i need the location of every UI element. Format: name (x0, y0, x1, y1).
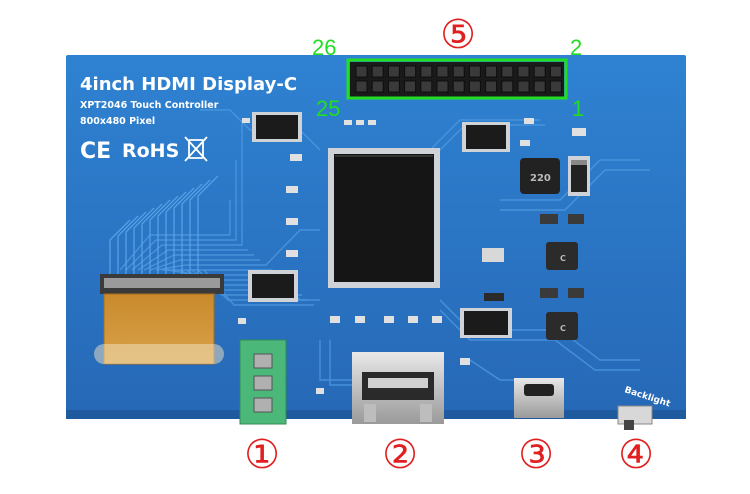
gpio-pin (452, 65, 465, 78)
gpio-pin (533, 65, 546, 78)
gpio-pin (371, 80, 384, 93)
gpio-header (346, 58, 568, 100)
gpio-pin (485, 65, 498, 78)
gpio-pin (533, 80, 546, 93)
inductor-mark: 220 (530, 173, 551, 184)
callout-4: ④ (618, 432, 654, 478)
callout-3: ③ (518, 432, 554, 478)
gpio-pin (371, 65, 384, 78)
touch-terminal-block (239, 339, 287, 425)
gpio-pin (517, 80, 530, 93)
inductor-c-1: C (546, 242, 578, 270)
gpio-pin (485, 80, 498, 93)
gpio-pin (355, 65, 368, 78)
hdmi-port (352, 352, 444, 424)
gpio-pin (420, 80, 433, 93)
inductor-c-2-mark: C (560, 324, 566, 333)
smd-components (238, 118, 586, 394)
gpio-pin (404, 65, 417, 78)
gpio-pin (468, 80, 481, 93)
gpio-pin (436, 65, 449, 78)
pin-label-26: 26 (312, 35, 336, 60)
gpio-pin (468, 65, 481, 78)
gpio-pin (387, 65, 400, 78)
board-subtitle-touch: XPT2046 Touch Controller (80, 100, 219, 111)
inductor-c-1-mark: C (560, 254, 566, 263)
gpio-pin (355, 80, 368, 93)
rohs-mark: RoHS (122, 140, 179, 162)
power-chip-bottom (460, 308, 512, 338)
pin-label-2: 2 (570, 35, 582, 60)
inductor-c-2: C (546, 312, 578, 340)
power-chip-top (462, 122, 510, 152)
inductor: 220 (520, 158, 560, 194)
micro-usb-port (514, 378, 564, 418)
board-title: 4inch HDMI Display-C (80, 74, 297, 95)
gpio-pin (501, 65, 514, 78)
gpio-pin (517, 65, 530, 78)
callout-5: ⑤ (440, 12, 476, 58)
gpio-pin (452, 80, 465, 93)
board-subtitle-resolution: 800x480 Pixel (80, 116, 155, 127)
gpio-pin (549, 80, 562, 93)
gpio-pin (501, 80, 514, 93)
weee-bin-icon (184, 136, 208, 162)
gpio-pin (404, 80, 417, 93)
pin-label-1: 1 (572, 96, 584, 121)
touch-controller-chip (252, 112, 302, 142)
gpio-header-highlight (346, 58, 568, 100)
pin-label-25: 25 (316, 96, 340, 121)
callout-1: ① (244, 432, 280, 478)
gpio-pins (355, 65, 562, 93)
diode (568, 156, 590, 196)
gpio-pin (387, 80, 400, 93)
small-chip-left (248, 270, 298, 302)
gpio-pin (420, 65, 433, 78)
gpio-pin (436, 80, 449, 93)
gpio-pin (549, 65, 562, 78)
backlight-switch (617, 405, 653, 430)
ce-mark: CE (80, 139, 111, 164)
main-controller-chip (328, 148, 440, 288)
callout-2: ② (382, 432, 418, 478)
flex-fanout (109, 175, 219, 280)
